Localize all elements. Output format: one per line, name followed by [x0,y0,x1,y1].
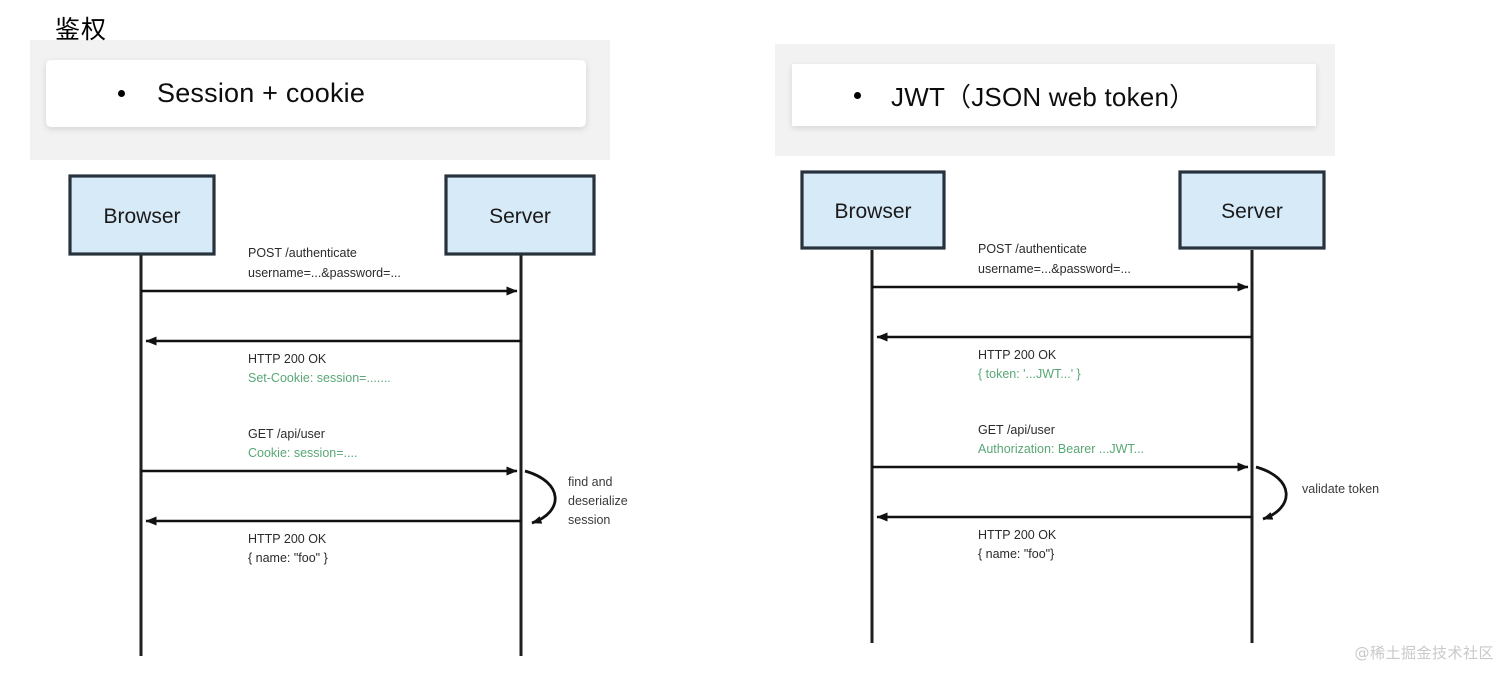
participant-label-server: Server [1221,200,1283,223]
participant-box-browser: Browser [800,170,946,250]
self-call-arc-server [1255,465,1288,521]
bullet-label-jwt: JWT（JSON web token） [891,81,1196,112]
message-4-line-1: HTTP 200 OK [248,532,327,546]
message-2-line-2: { token: '...JWT...' } [978,367,1081,381]
participant-label-browser: Browser [834,200,911,223]
participant-box-server: Server [444,174,596,256]
message-3-line-2: Cookie: session=.... [248,446,357,460]
message-3-line-1: GET /api/user [248,427,325,441]
participant-label-server: Server [489,205,551,228]
message-4-line-1: HTTP 200 OK [978,528,1057,542]
participant-label-browser: Browser [103,205,180,228]
self-call-arc-server [524,469,557,525]
page-title: 鉴权 [55,15,108,44]
message-2-line-2: Set-Cookie: session=....... [248,371,391,385]
self-call-note-line-2: deserialize [568,494,628,508]
self-call-note-line-3: session [568,513,610,527]
message-2-line-1: HTTP 200 OK [248,352,327,366]
message-4-line-2: { name: "foo"} [978,547,1054,561]
watermark: @稀土掘金技术社区 [1354,644,1494,662]
message-1-line-2: username=...&password=... [978,262,1131,276]
message-1-line-1: POST /authenticate [978,242,1087,256]
bullet-card-jwt: JWT（JSON web token） [792,64,1316,126]
message-1-line-2: username=...&password=... [248,266,401,280]
message-3-line-1: GET /api/user [978,423,1055,437]
sequence-diagram-session-cookie: Browser Server POST /authenticate userna… [40,160,700,679]
bullet-card-session-cookie: Session + cookie [46,60,586,127]
participant-box-server: Server [1178,170,1326,250]
message-2-line-1: HTTP 200 OK [978,348,1057,362]
participant-box-browser: Browser [68,174,216,256]
self-call-note-line-1: find and [568,475,613,489]
sequence-diagram-jwt: Browser Server POST /authenticate userna… [780,160,1440,679]
message-4-line-2: { name: "foo" } [248,551,328,565]
bullet-dot-icon [118,90,125,97]
message-1-line-1: POST /authenticate [248,246,357,260]
bullet-label-session-cookie: Session + cookie [157,78,366,108]
bullet-dot-icon [854,91,861,99]
message-3-line-2: Authorization: Bearer ...JWT... [978,442,1144,456]
self-call-note-line-1: validate token [1302,482,1379,496]
